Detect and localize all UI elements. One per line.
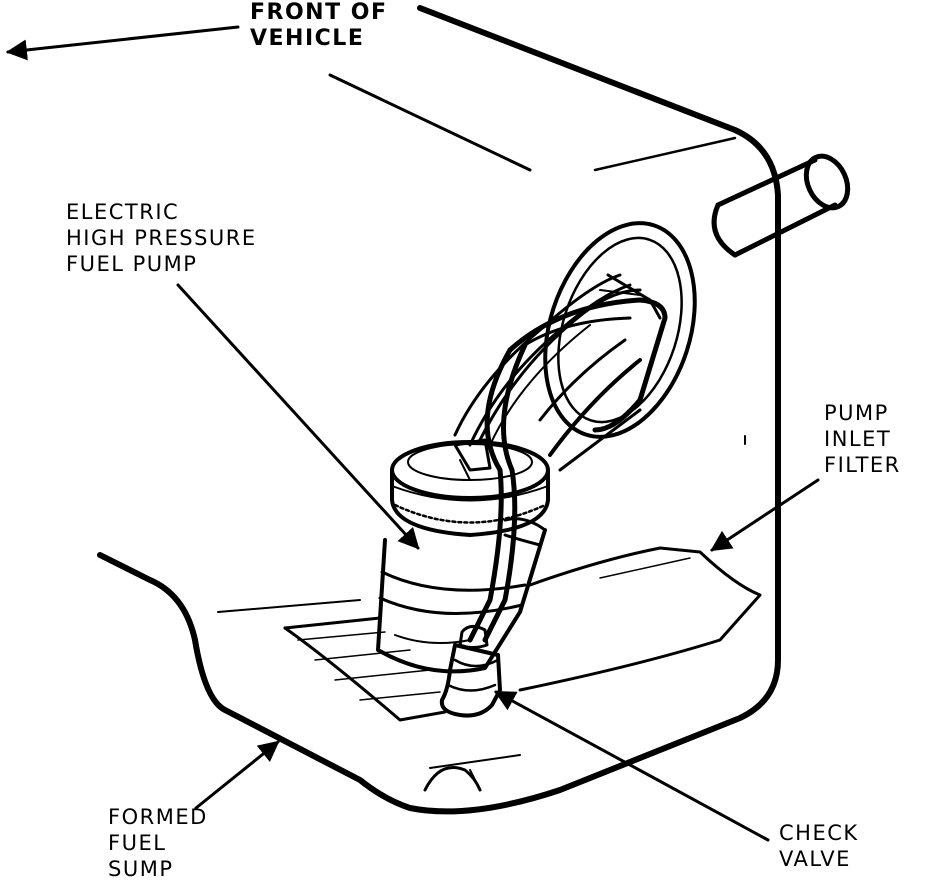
filter-label-line-3: FILTER	[824, 453, 901, 477]
filter-leader-arrow	[710, 478, 820, 552]
valve-label-line-2: VALVE	[779, 847, 851, 871]
filter-label-line-2: INLET	[824, 427, 892, 451]
front-label-line-2: VEHICLE	[250, 26, 365, 51]
front-direction-arrow	[5, 25, 240, 61]
sender-opening	[543, 221, 697, 439]
check-valve-fitting	[439, 625, 502, 718]
filler-neck	[711, 153, 851, 258]
valve-leader-arrow	[494, 690, 770, 842]
formed-fuel-sump-label: FORMED FUEL SUMP	[108, 804, 208, 882]
front-of-vehicle-label: FRONT OF VEHICLE	[250, 0, 387, 52]
sump-label-line-1: FORMED	[108, 805, 208, 829]
check-valve-label: CHECK VALVE	[779, 820, 859, 872]
pump-label-line-2: HIGH PRESSURE	[66, 226, 257, 250]
valve-label-line-1: CHECK	[779, 821, 859, 845]
callout-arrows	[5, 25, 820, 842]
pump-label-line-1: ELECTRIC	[66, 200, 180, 224]
pump-hoses	[453, 273, 668, 643]
sump-label-line-3: SUMP	[108, 857, 174, 881]
sump-leader-arrow	[194, 740, 280, 810]
pump-inlet-filter-label: PUMP INLET FILTER	[824, 400, 901, 478]
pump-label-line-3: FUEL PUMP	[66, 252, 198, 276]
fuel-pump-label: ELECTRIC HIGH PRESSURE FUEL PUMP	[66, 199, 257, 277]
filter-pad	[283, 546, 762, 722]
fuel-tank-outline	[97, 5, 781, 815]
front-label-line-1: FRONT OF	[250, 0, 388, 25]
pump-leader-arrow	[176, 283, 420, 550]
sump-label-line-2: FUEL	[108, 831, 167, 855]
filter-label-line-1: PUMP	[824, 401, 889, 425]
fuel-pump-body	[376, 440, 550, 674]
